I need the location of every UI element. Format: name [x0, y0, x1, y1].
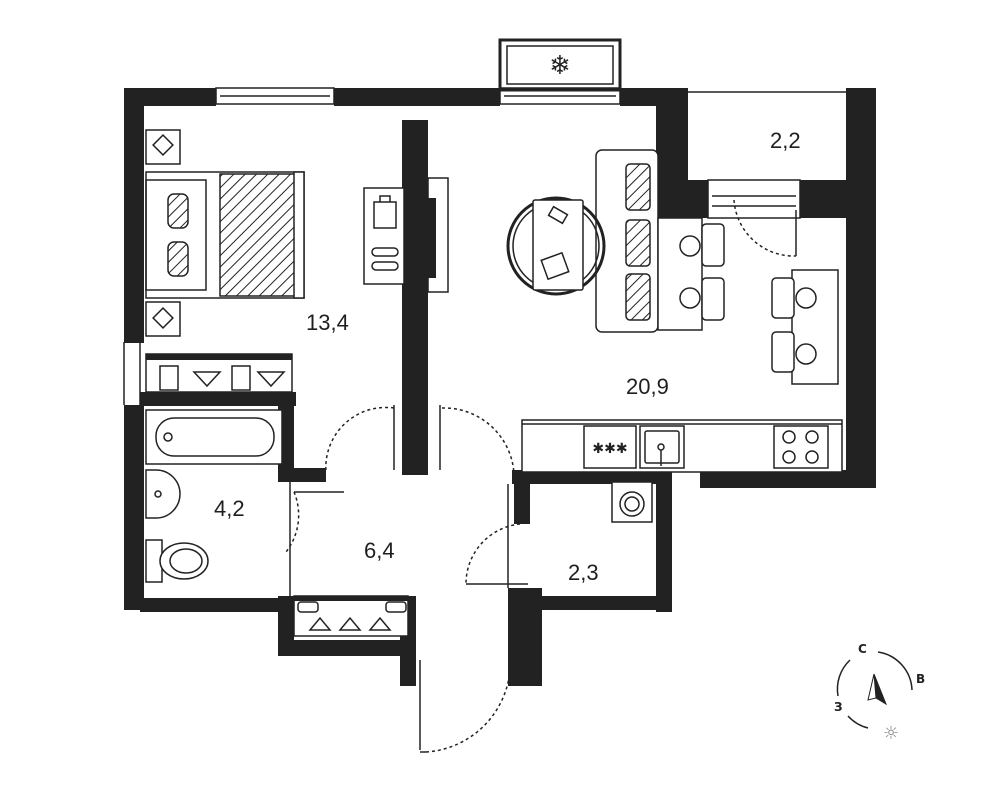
double-bed — [145, 171, 305, 299]
bathtub — [145, 409, 283, 465]
nightstand-bottom — [145, 301, 181, 337]
compass-west-label: З — [834, 700, 843, 714]
bathroom-area: 4,2 — [214, 496, 245, 521]
balcony-area: 2,2 — [770, 128, 801, 153]
toilet — [145, 539, 209, 583]
kitchen-counter: ✱✱✱ — [521, 419, 843, 473]
compass-needle — [873, 673, 888, 706]
svg-text:✱✱✱: ✱✱✱ — [592, 441, 627, 457]
compass-north-label: С — [858, 642, 867, 656]
round-rug — [506, 196, 606, 296]
windows — [215, 87, 801, 219]
dining-table-2 — [771, 269, 839, 385]
bedroom-closet — [363, 187, 405, 285]
tv-stand — [427, 177, 449, 293]
compass-east-label: В — [916, 672, 926, 686]
exterior-walls — [124, 88, 876, 686]
dining-table-1 — [657, 217, 725, 331]
washing-machine — [611, 481, 653, 523]
compass — [836, 651, 913, 729]
sofa — [595, 149, 659, 333]
air-conditioner — [498, 38, 622, 92]
snowflake-icon: ❄ — [549, 51, 571, 81]
utility-area: 2,3 — [568, 560, 599, 585]
hallway-area: 6,4 — [364, 538, 395, 563]
door-swings — [285, 199, 797, 753]
living-kitchen-area: 20,9 — [626, 374, 669, 399]
wall-outlines — [123, 91, 846, 750]
sun-icon: ☼ — [883, 723, 899, 744]
washbasin — [145, 469, 181, 519]
bathroom-storage — [145, 353, 293, 393]
nightstand-top — [145, 129, 181, 165]
hallway-wardrobe — [293, 595, 409, 637]
bedroom-area: 13,4 — [306, 310, 349, 335]
